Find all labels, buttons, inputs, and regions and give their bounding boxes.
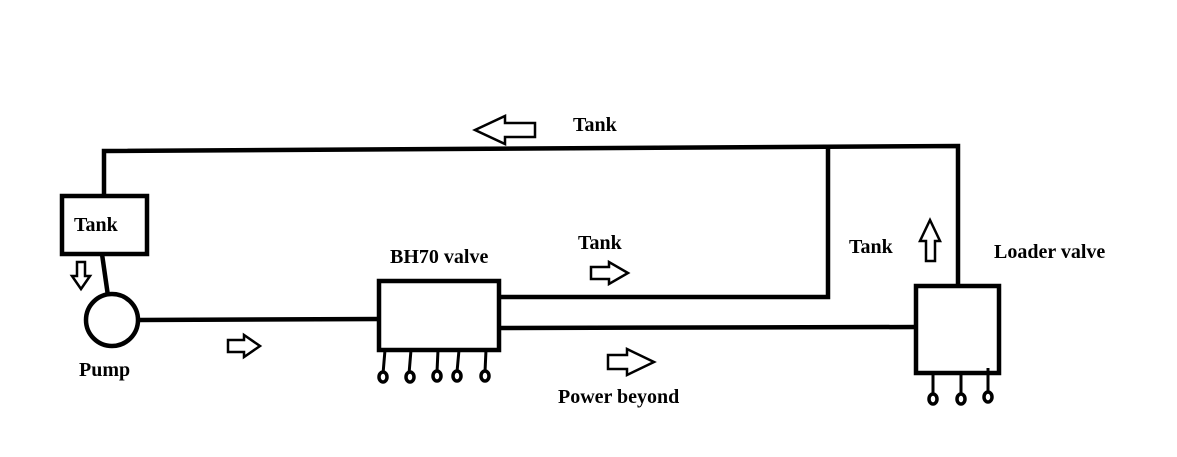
bh70-valve: BH70 valve [376,246,502,384]
pump-to-bh70-line [136,316,382,323]
pump-circle [83,291,141,349]
bh70-valve-label: BH70 valve [390,246,488,268]
loader-valve: Loader valve [913,241,1105,406]
power-beyond-label: Power beyond [558,386,679,408]
pipes [99,143,961,331]
return-top-label: Tank [573,114,618,136]
pump-label: Pump [79,359,130,381]
bh70-lever-1 [381,349,387,375]
arrow-right-icon-bh70-return [589,259,631,287]
return-line-top [101,143,961,289]
bh70-valve-box [376,278,502,353]
bh70-lever-knob-2[interactable] [404,370,416,384]
bh70-lever-knob-3[interactable] [431,369,443,383]
tank-label: Tank [74,214,119,236]
bh70-lever-knob-5[interactable] [479,369,491,383]
loader-levers [927,368,994,406]
bh70-lever-4 [455,349,461,373]
loader-lever-knob-1[interactable] [927,392,939,406]
tank-to-pump-line [99,251,111,299]
arrow-left-icon [472,114,537,146]
arrow-right-icon-power-beyond [606,347,657,377]
bh70-lever-knob-4[interactable] [451,369,463,383]
loader-lever-knob-3[interactable] [982,390,994,404]
loader-valve-label: Loader valve [994,241,1105,263]
bh70-lever-2 [407,349,413,375]
bh70-lever-knob-1[interactable] [377,370,389,384]
tank-box [59,193,150,257]
bh70-tank-return-label: Tank [578,232,623,254]
bh70-tank-return-line [476,147,831,300]
arrow-down-icon [69,260,93,292]
loader-valve-box [913,283,1002,376]
tank: Tank [59,193,150,257]
power-beyond-line [496,324,919,331]
bh70-lever-5 [483,349,488,373]
bh70-lever-3 [435,349,440,373]
arrow-up-icon [918,217,942,263]
pump: Pump [79,291,141,381]
loader-tank-return-label: Tank [849,236,894,258]
loader-lever-knob-2[interactable] [955,392,967,406]
bh70-levers [377,349,491,384]
arrow-right-icon-pump [226,332,263,360]
